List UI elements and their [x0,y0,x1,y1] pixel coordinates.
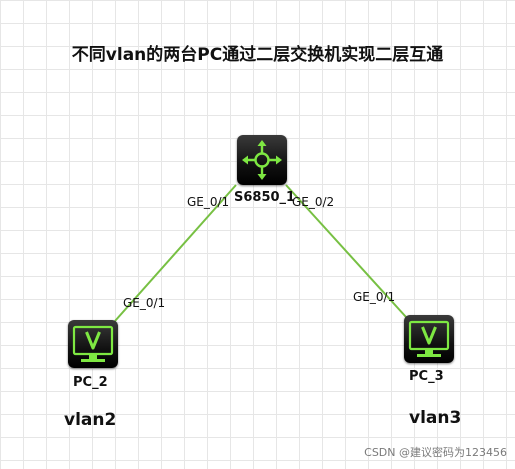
link-switch-pc2 [114,184,237,322]
pc3-device[interactable] [404,315,454,363]
pc3-name: PC_3 [409,369,444,384]
pc3-port-ge01: GE_0/1 [353,290,396,304]
pc3-vlan-label: vlan3 [409,408,462,428]
pc2-device[interactable] [68,320,118,368]
diagram-title: 不同vlan的两台PC通过二层交换机实现二层互通 [71,45,444,65]
pc2-vlan-label: vlan2 [64,410,117,430]
monitor-icon [408,320,450,357]
switch-icon [242,140,282,180]
switch-port-ge01: GE_0/1 [187,195,230,209]
pc2-port-ge01: GE_0/1 [123,296,166,310]
switch-port-ge02: GE_0/2 [292,195,335,209]
switch-name: S6850_1 [234,190,296,205]
switch-device[interactable] [237,135,287,185]
pc2-name: PC_2 [73,375,108,390]
watermark-text: CSDN @建议密码为123456 [364,446,507,459]
monitor-icon [72,325,114,362]
link-switch-pc3 [285,184,407,318]
